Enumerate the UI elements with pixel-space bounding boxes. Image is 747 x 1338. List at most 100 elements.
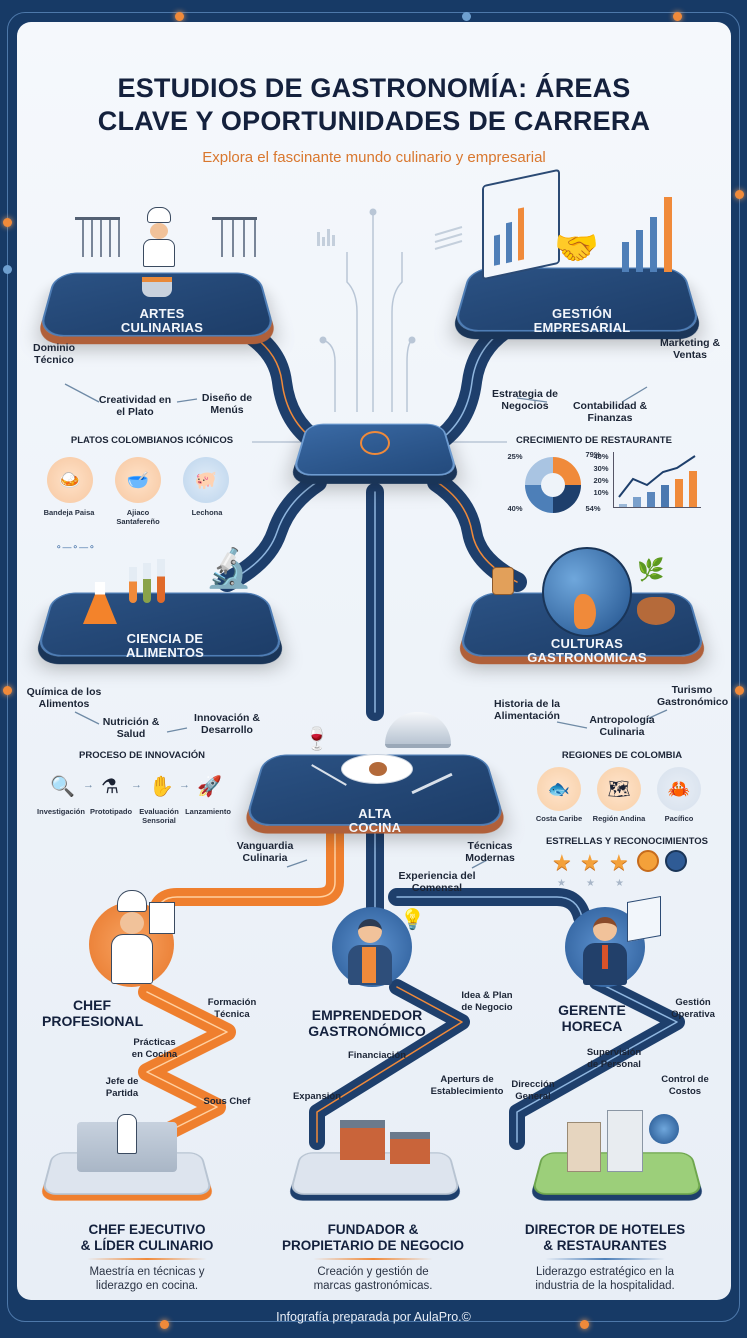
section-title-crecimiento: CRECIMIENTO DE RESTAURANTE: [516, 435, 672, 446]
region-label: Costa Caribe: [535, 814, 583, 823]
area-artes-culinarias: ARTES CULINARIAS: [37, 207, 277, 347]
area-title: ARTES: [139, 306, 185, 321]
globe-icon: [542, 547, 632, 637]
growth-bar-chart: 40% 30% 20% 10%: [593, 452, 701, 512]
region-label: Región Andina: [592, 814, 646, 823]
career-step: Sous Chef: [203, 1096, 251, 1107]
final-role-title: DIRECTOR DE HOTELES& RESTAURANTES: [524, 1222, 686, 1253]
arrow-icon: →: [131, 779, 142, 791]
dashboard-screen-icon: [482, 168, 560, 281]
blue-medal-icon: [665, 850, 687, 872]
dish-label: Bandeja Paisa: [43, 508, 95, 517]
label-nutricion: Nutrición & Salud: [102, 716, 160, 740]
label-tecnicas-modernas: Técnicas Modernas: [465, 840, 515, 864]
frame-dot: [3, 265, 12, 274]
divider: [313, 1258, 433, 1260]
career-step: Idea & Plan de Negocio: [461, 990, 513, 1013]
leaves-icon: 🌿: [637, 557, 665, 582]
frame-dot: [3, 218, 12, 227]
analytics-screen-icon: [627, 896, 661, 942]
label-antropologia: Antropología Culinaria: [589, 714, 655, 738]
bandeja-paisa-icon: 🍛: [47, 457, 93, 503]
process-step: Prototipado: [89, 807, 133, 816]
divider: [87, 1258, 207, 1260]
donut-label: 79%: [585, 450, 601, 459]
region-andina-icon: 🗺: [597, 767, 641, 811]
dish-label: Lechona: [191, 508, 223, 517]
ajiaco-icon: 🥣: [115, 457, 161, 503]
label-estrategia: Estrategia de Negocios: [492, 388, 558, 412]
footer-credit: Infografía preparada por AulaPro.©: [276, 1310, 471, 1324]
divider: [545, 1258, 665, 1260]
career-step: Formación Técnica: [207, 997, 257, 1020]
region-label: Pacífico: [664, 814, 694, 823]
wine-glass-icon: 🍷: [303, 726, 331, 751]
area-title: ALTA: [358, 806, 392, 821]
label-vanguardia: Vanguardia Culinaria: [236, 840, 294, 864]
label-turismo: Turismo Gastronómico: [657, 684, 729, 708]
plated-dish-icon: [341, 754, 413, 784]
microscope-icon: 🔬: [205, 548, 253, 590]
label-contabilidad: Contabilidad & Finanzas: [572, 400, 648, 424]
frame-dot: [160, 1320, 169, 1329]
career-step: Financiación: [347, 1050, 407, 1061]
frame-dot: [3, 686, 12, 695]
rocket-icon: 🚀: [197, 776, 222, 798]
area-gestion-empresarial: 🤝 GESTIÓN EMPRESARIAL: [452, 168, 702, 342]
small-star-icon: ★: [615, 878, 624, 889]
lightbulb-icon: 💡: [400, 909, 425, 931]
magnifier-icon: 🔍: [50, 776, 75, 798]
infographic-card: ESTUDIOS DE GASTRONOMÍA: ÁREAS CLAVE Y O…: [17, 22, 731, 1300]
costa-caribe-icon: 🐟: [537, 767, 581, 811]
career-step: Dirección General: [511, 1079, 555, 1102]
donut-chart: [525, 457, 581, 513]
label-creatividad: Creatividad en el Plato: [98, 394, 172, 418]
process-step: Lanzamiento: [185, 807, 231, 816]
label-marketing: Marketing & Ventas: [659, 337, 721, 361]
frame-dot: [462, 12, 471, 21]
pacifico-icon: 🦀: [657, 767, 701, 811]
label-diseno-menus: Diseño de Menús: [201, 392, 253, 416]
star-icon: ★: [580, 850, 600, 875]
career-step: Gestión Operativa: [671, 997, 715, 1020]
process-step: Evaluación Sensorial: [139, 807, 179, 825]
area-title: CIENCIA DE: [126, 631, 204, 646]
page-subtitle: Explora el fascinante mundo culinario y …: [202, 149, 546, 166]
frame-dot: [673, 12, 682, 21]
career-step: Jefe de Partida: [105, 1076, 139, 1099]
section-title-regiones: REGIONES DE COLOMBIA: [561, 750, 683, 761]
section-title-proceso: PROCESO DE INNOVACIÓN: [79, 750, 205, 761]
career-step: Control de Costos: [661, 1074, 709, 1097]
section-title-platos: PLATOS COLOMBIANOS ICÓNICOS: [70, 435, 234, 446]
arrow-icon: →: [83, 779, 94, 791]
label-experiencia: Experiencia del Comensal: [398, 870, 476, 894]
career-step: Supervisión de Personal: [586, 1047, 642, 1070]
chef-cooking-icon: [139, 207, 179, 267]
cloche-icon: [385, 712, 451, 748]
section-title-estrellas: ESTRELLAS Y RECONOCIMIENTOS: [545, 836, 709, 847]
handshake-icon: 🤝: [554, 227, 599, 268]
lechona-icon: 🐖: [183, 457, 229, 503]
outer-frame: [7, 12, 740, 1322]
area-title: CULTURAS: [550, 636, 624, 651]
final-role-title: CHEF EJECUTIVO& LÍDER CULINARIO: [80, 1222, 214, 1253]
career-step: Prácticas en Cocina: [131, 1037, 178, 1060]
label-dominio-tecnico: Dominio Técnico: [33, 342, 75, 366]
area-alta-cocina: 🍷 ALTA COCINA: [243, 712, 507, 837]
restaurant-scene-icon: [288, 1120, 462, 1202]
donut-label: 54%: [585, 504, 601, 513]
frame-dot: [580, 1320, 589, 1329]
donut-label: 40%: [507, 504, 523, 513]
arrow-icon: →: [179, 779, 190, 791]
molecule-icon: ⚬—⚬—⚬: [55, 542, 96, 552]
hotel-scene-icon: [530, 1110, 704, 1202]
pans-rack-icon: [212, 217, 257, 257]
area-culturas-gastronomicas: 🌿 CULTURAS GASTRONOMICAS: [457, 527, 707, 667]
donut-label: 25%: [507, 452, 523, 461]
